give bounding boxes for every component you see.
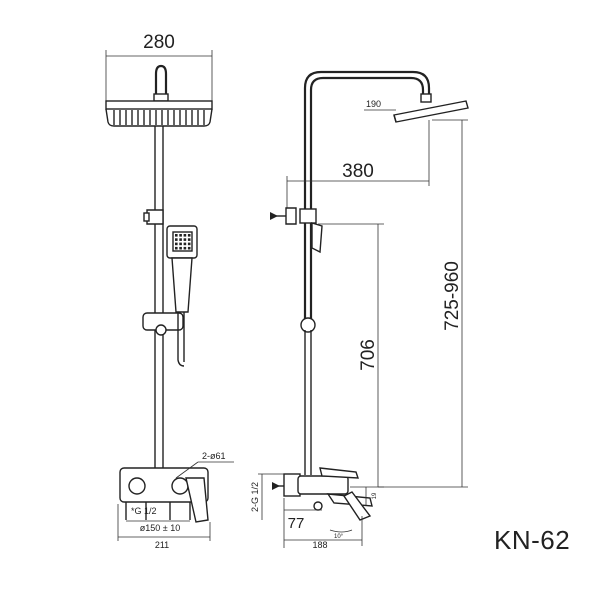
front-view: 280 <box>105 32 234 550</box>
nozzle-dot <box>183 246 187 250</box>
nozzle-dot <box>179 234 182 237</box>
centre-distance-label: ø150 ± 10 <box>140 523 180 533</box>
nozzle-dot <box>187 234 191 237</box>
nozzle-dot <box>175 234 178 237</box>
nozzle-dot <box>179 238 182 241</box>
nozzle-dot <box>175 238 178 241</box>
thread-label: *G 1/2 <box>131 506 157 516</box>
nozzle-dot <box>175 246 178 250</box>
outlet-diameter-label: 2-ø61 <box>202 451 226 461</box>
nozzle-dot <box>183 234 187 237</box>
nozzle-dot <box>187 246 191 250</box>
hand-shower <box>166 225 198 313</box>
mixer-body-front <box>119 467 209 523</box>
nozzle-dot <box>175 242 178 246</box>
head-size-label: 190 <box>366 99 381 109</box>
rain-shower-head-side <box>393 93 469 123</box>
side-view: 190 380 706 <box>250 70 469 550</box>
mixer-depth-label: 188 <box>312 540 327 550</box>
head-width-label: 280 <box>143 32 175 53</box>
height-range-label: 725-960 <box>442 261 463 331</box>
spout-reach-label: 77 <box>288 515 305 532</box>
spout-angle-label: 10° <box>334 534 344 540</box>
nozzle-dot <box>179 242 182 246</box>
rain-shower-head <box>105 100 213 127</box>
arm-reach-label: 380 <box>342 161 374 182</box>
nozzle-dot <box>179 246 182 250</box>
mixer-body-side <box>283 467 373 521</box>
inlet-thread-label: 2-G 1/2 <box>250 482 260 512</box>
nozzle-dot <box>187 238 191 241</box>
nozzle-dot <box>183 242 187 246</box>
nozzle-dot <box>187 242 191 246</box>
small-offset-label: 19 <box>372 492 378 499</box>
nozzle-dot <box>183 238 187 241</box>
model-label: KN-62 <box>494 525 570 555</box>
diverter-height-label: 706 <box>358 339 379 371</box>
mixer-width-label: 211 <box>155 540 169 550</box>
